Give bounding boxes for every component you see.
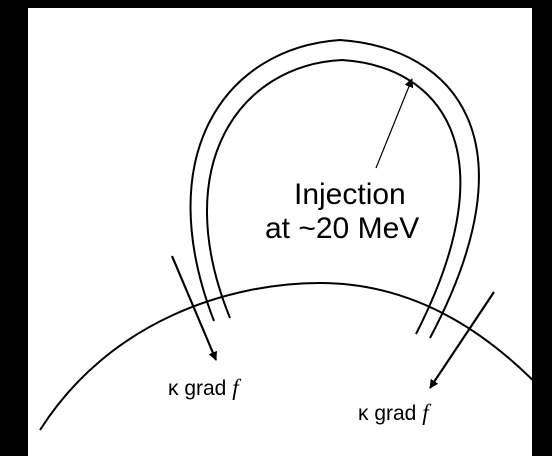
left-flux-var: f — [232, 375, 239, 400]
inner-magnetic-loop — [206, 58, 462, 335]
right-flux-prefix: κ grad — [358, 402, 423, 425]
injection-label: Injection at ~20 MeV — [265, 178, 419, 246]
left-flux-prefix: κ grad — [168, 377, 233, 400]
left-flux-label: κ grad f — [168, 376, 239, 401]
solar-surface-arc — [39, 281, 532, 431]
injection-label-line2: at ~20 MeV — [265, 212, 420, 245]
right-diffusion-arrow — [429, 291, 495, 389]
left-diffusion-arrow — [170, 255, 218, 361]
outer-magnetic-loop — [189, 38, 480, 339]
injection-pointer-arrow — [375, 78, 414, 169]
injection-label-line1: Injection — [294, 178, 406, 211]
diagram-panel — [28, 8, 532, 456]
right-flux-var: f — [422, 400, 429, 425]
right-flux-label: κ grad f — [358, 401, 429, 426]
